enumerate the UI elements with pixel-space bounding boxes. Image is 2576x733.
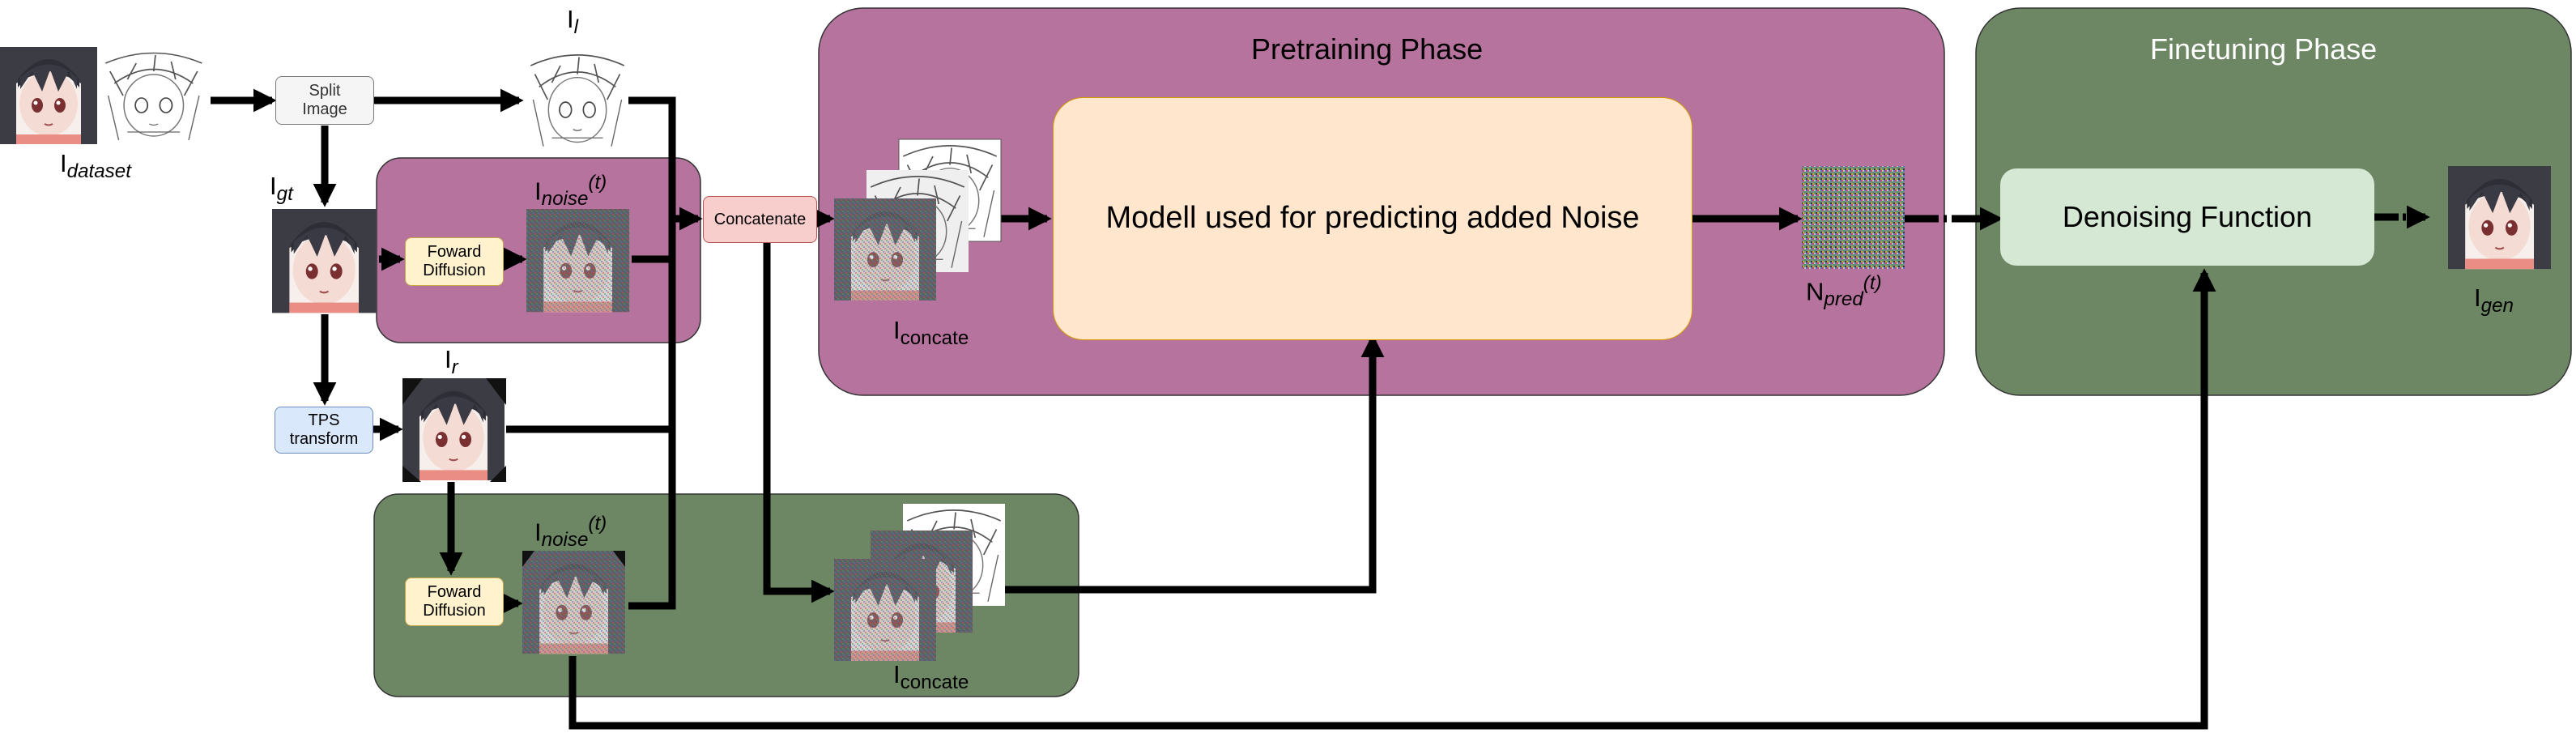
tps-transform-block: TPS transform — [275, 407, 373, 454]
predicted-noise-image — [1802, 166, 1905, 269]
ground-truth-image — [270, 207, 377, 314]
denoising-function-block: Denoising Function — [2000, 168, 2374, 266]
gt-label: Igt — [270, 172, 293, 205]
dataset-label: Idataset — [60, 149, 131, 182]
noise-bottom-label: Inoise(t) — [534, 513, 607, 552]
split-image-block: Split Image — [275, 76, 374, 125]
concat-bottom-stack — [832, 503, 1006, 663]
noise-prediction-model-block: Modell used for predicting added Noise — [1053, 97, 1692, 340]
foward-diffusion-top-block: Foward Diffusion — [405, 237, 504, 286]
transformed-label: Ir — [445, 345, 458, 378]
foward-diffusion-bottom-block: Foward Diffusion — [405, 577, 504, 626]
sketch-image — [526, 48, 629, 151]
noise-bottom-image — [521, 549, 627, 655]
noise-top-image — [525, 207, 631, 313]
finetuning-title: Finetuning Phase — [2150, 32, 2378, 66]
generated-image — [2446, 164, 2553, 271]
sketch-label: Il — [567, 5, 578, 38]
dataset-image — [0, 46, 207, 145]
npred-label: Npred(t) — [1806, 272, 1882, 311]
concat-top-label: Iconcate — [893, 316, 969, 349]
gen-label: Igen — [2474, 283, 2514, 317]
concatenate-block: Concatenate — [703, 196, 817, 243]
noise-top-label: Inoise(t) — [534, 172, 607, 211]
transformed-image — [401, 377, 506, 482]
pretraining-title: Pretraining Phase — [1251, 32, 1484, 66]
concat-bottom-label: Iconcate — [893, 660, 969, 693]
connectors — [211, 88, 2430, 730]
concat-top-stack — [832, 139, 1002, 302]
